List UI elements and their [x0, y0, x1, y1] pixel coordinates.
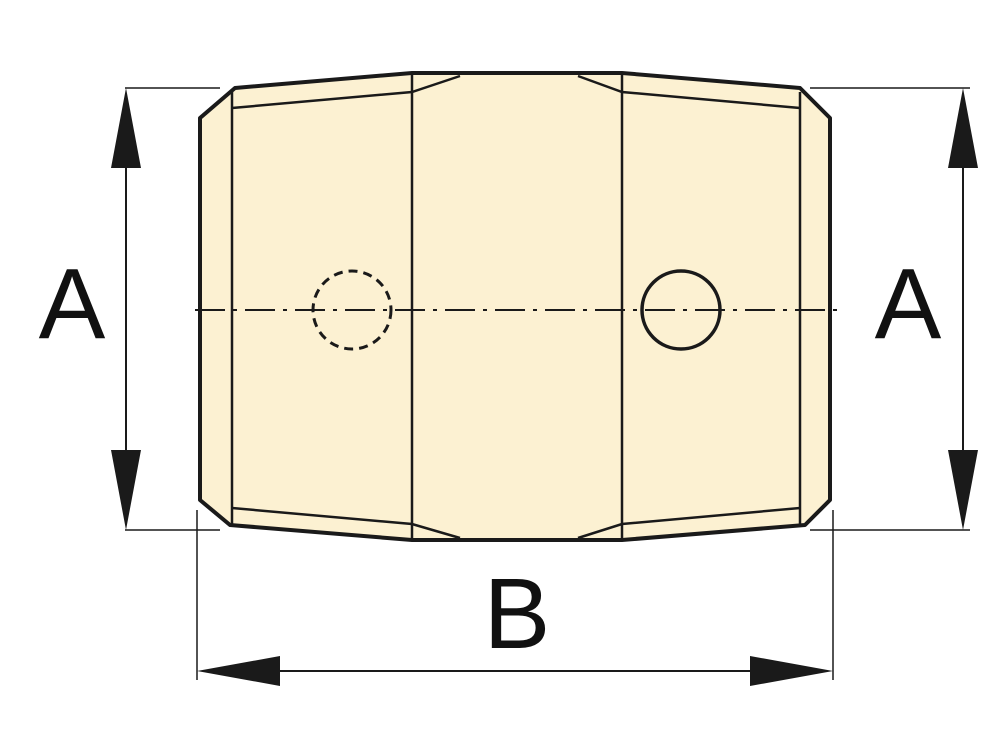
top-inner-edge-right	[577, 74, 801, 110]
arrow-left-icon	[197, 656, 280, 686]
circle-icon	[640, 269, 722, 351]
top-inner-edge	[231, 74, 461, 110]
arrow-up-icon	[111, 88, 141, 168]
arrow-up-icon	[948, 88, 978, 168]
bottom-inner-edge-right	[577, 506, 801, 540]
left-dimension-a: A	[39, 88, 141, 530]
bottom-dimension-b: B	[197, 558, 833, 686]
fitting-body	[198, 71, 832, 542]
left-height-label: A	[39, 248, 106, 360]
arrow-down-icon	[111, 450, 141, 530]
dashed-circle-icon	[311, 269, 393, 351]
arrow-right-icon	[750, 656, 833, 686]
extension-lines	[125, 87, 970, 680]
right-dimension-a: A	[875, 88, 978, 530]
arrow-down-icon	[948, 450, 978, 530]
width-label: B	[484, 558, 551, 670]
body-detail-lines	[230, 74, 802, 540]
bottom-inner-edge	[231, 506, 461, 540]
right-height-label: A	[875, 248, 942, 360]
